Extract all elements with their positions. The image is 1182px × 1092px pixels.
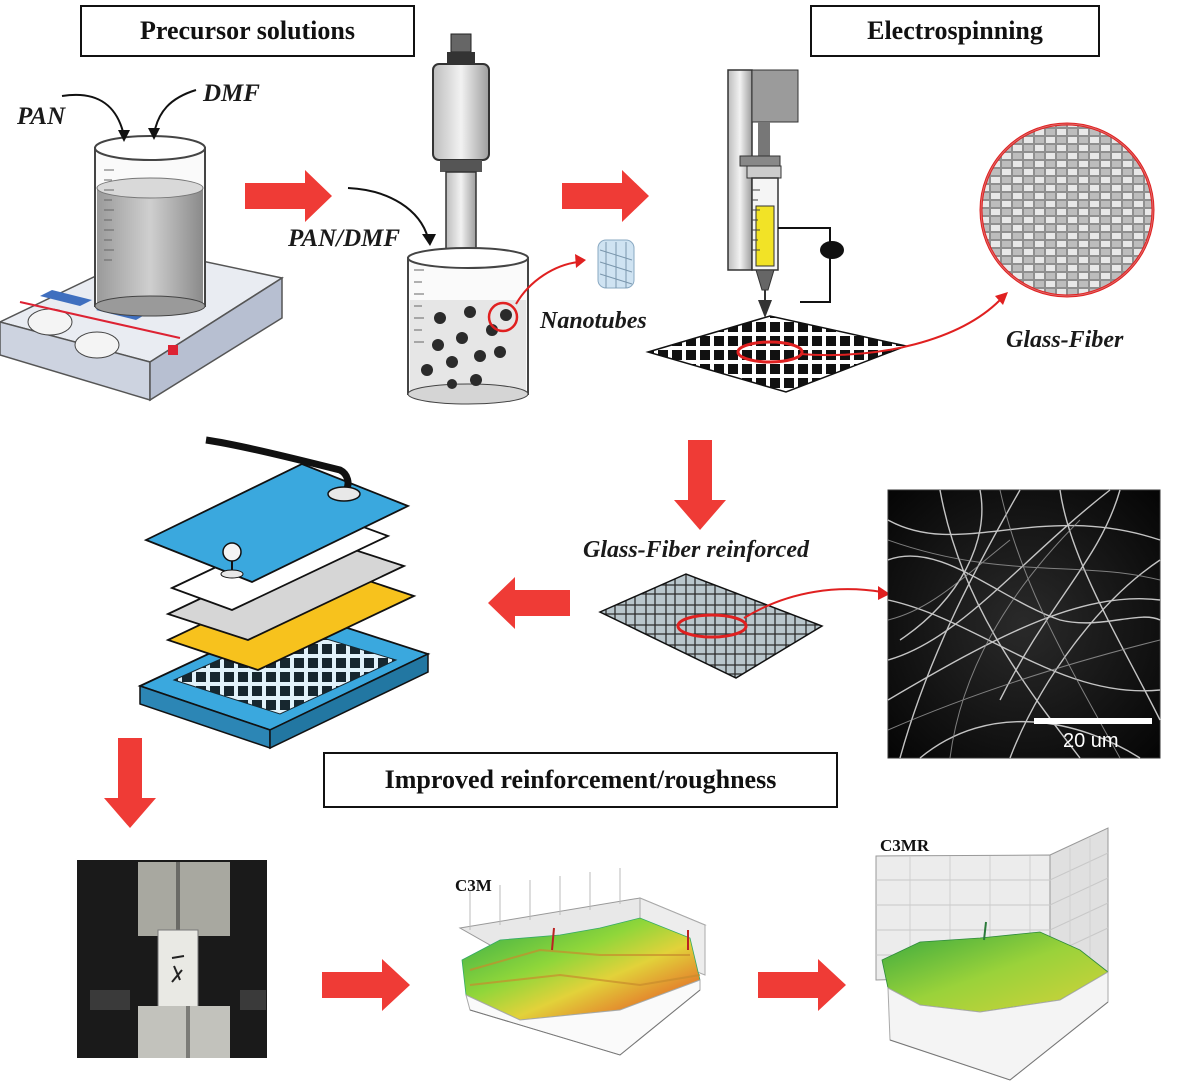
electrospinning-heading-text: Electrospinning <box>867 16 1043 45</box>
reinforced-mat <box>598 573 824 679</box>
precursor-heading-text: Precursor solutions <box>140 16 355 45</box>
glass-fiber-closeup <box>979 122 1155 298</box>
glass-fiber-reinforced-label: Glass-Fiber reinforced <box>583 537 809 563</box>
pan-arrow <box>61 93 125 137</box>
beaker-icon <box>94 135 206 317</box>
glass-fiber-zoom-line <box>799 299 1001 357</box>
plot-c3mr <box>875 827 1109 1081</box>
glass-fiber-label: Glass-Fiber <box>1006 327 1124 353</box>
arrow-6 <box>322 959 410 1011</box>
arrow-5-down <box>104 738 156 828</box>
arrow-4-left <box>488 577 570 629</box>
sem-zoom-line <box>743 588 883 619</box>
nanotube-zoom-line <box>515 261 579 305</box>
sonicator-probe-icon <box>432 33 490 279</box>
hot-plate-stirrer <box>0 249 284 402</box>
arrow-1 <box>245 170 332 222</box>
nanotube-icon <box>597 239 635 289</box>
pan-dmf-arrow <box>347 187 429 239</box>
sem-image <box>887 489 1161 759</box>
precursor-heading: Precursor solutions <box>80 5 415 57</box>
electrospinning-setup-icon <box>727 69 844 318</box>
layup-stack <box>137 436 431 750</box>
scale-bar-label: 20 um <box>1063 730 1119 752</box>
electrospinning-heading: Electrospinning <box>810 5 1100 57</box>
dispersion-container-icon <box>407 247 529 405</box>
arrow-7 <box>758 959 846 1011</box>
dmf-label: DMF <box>203 80 260 107</box>
pan-dmf-label: PAN/DMF <box>288 225 401 252</box>
pan-label: PAN <box>17 103 66 130</box>
improved-heading-text: Improved reinforcement/roughness <box>384 765 777 794</box>
nanotubes-label: Nanotubes <box>540 308 647 334</box>
dmf-arrow <box>153 89 197 135</box>
improved-heading: Improved reinforcement/roughness <box>323 752 838 808</box>
arrow-2 <box>562 170 649 222</box>
plot-c3mr-label: C3MR <box>880 836 930 855</box>
arrow-3-down <box>674 440 726 530</box>
plot-c3m-label: C3M <box>455 876 492 895</box>
flow-arrows <box>104 170 846 1011</box>
tensile-test-photo <box>77 860 267 1058</box>
plot-c3m <box>458 868 707 1056</box>
